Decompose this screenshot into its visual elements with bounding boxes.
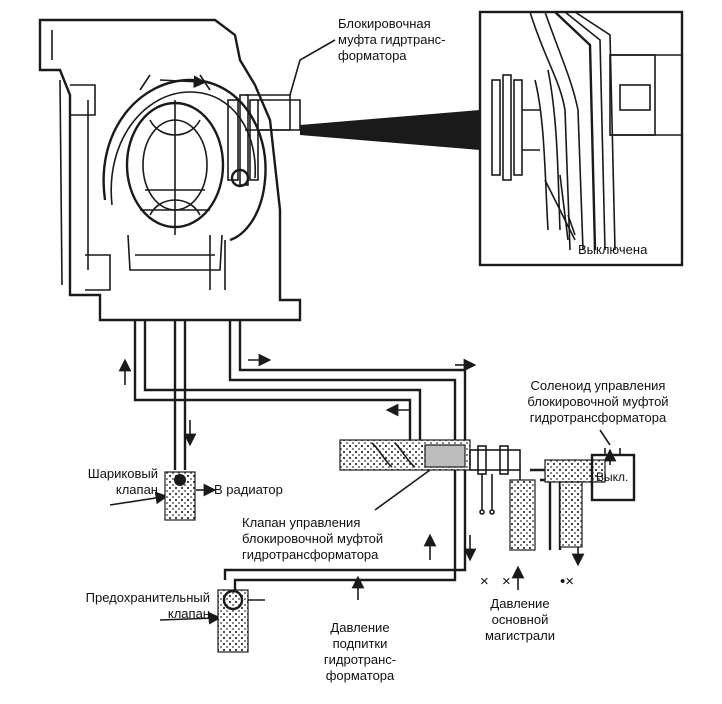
converter-torus: [102, 74, 267, 271]
exhaust-mark-left: ×: [480, 573, 489, 590]
to-radiator-label: В радиатор: [214, 482, 283, 497]
ball-valve-label-line-2: клапан: [115, 482, 158, 497]
control-valve-label-line-1: Клапан управления: [242, 515, 361, 530]
solenoid-state-label: Выкл.: [596, 470, 629, 484]
charge-pressure-label-line-2: подпитки: [332, 636, 388, 651]
control-valve-label-line-3: гидротрансформатора: [242, 547, 379, 562]
relief-valve-label-line-2: клапан: [167, 606, 210, 621]
line-pressure-label-line-1: Давление: [490, 596, 550, 611]
lockup-clutch-label-line-2: муфта гидртранс-: [338, 32, 446, 47]
torque-converter-housing: [38, 18, 302, 322]
disengaged-label: Выключена: [578, 242, 648, 257]
ball-valve: [164, 471, 196, 521]
lockup-clutch-label-line-3: форматора: [338, 48, 407, 63]
lockup-clutch-assembly: [209, 94, 301, 290]
hydraulic-lines: [109, 39, 617, 625]
solenoid-label-line-2: блокировочной муфтой: [527, 394, 669, 409]
relief-valve-label-line-1: Предохранительный: [85, 590, 210, 605]
line-pressure-label-line-2: основной: [491, 612, 549, 627]
lockup-solenoid: [544, 448, 636, 548]
solenoid-label-line-1: Соленоид управления: [530, 378, 666, 393]
lockup-control-valve: [339, 439, 521, 515]
line-pressure-label-line-3: магистрали: [485, 628, 555, 643]
exhaust-mark-center: ×: [502, 573, 511, 590]
charge-pressure-label-line-4: форматора: [325, 668, 395, 683]
charge-pressure-label-line-1: Давление: [330, 620, 390, 635]
control-valve-label-line-2: блокировочной муфтой: [242, 531, 384, 546]
exhaust-mark-right: •×: [560, 573, 575, 590]
ball-valve-label-line-1: Шариковый: [87, 466, 158, 481]
charge-pressure-label-line-3: гидротранс-: [323, 652, 397, 667]
line-pressure-supply: [509, 479, 536, 551]
inset-detail: [478, 10, 684, 267]
zoom-callout-wedge: [300, 110, 480, 150]
lockup-clutch-label-line-1: Блокировочная: [338, 16, 431, 31]
solenoid-label-line-3: гидротрансформатора: [529, 410, 667, 425]
relief-valve: [217, 589, 265, 653]
